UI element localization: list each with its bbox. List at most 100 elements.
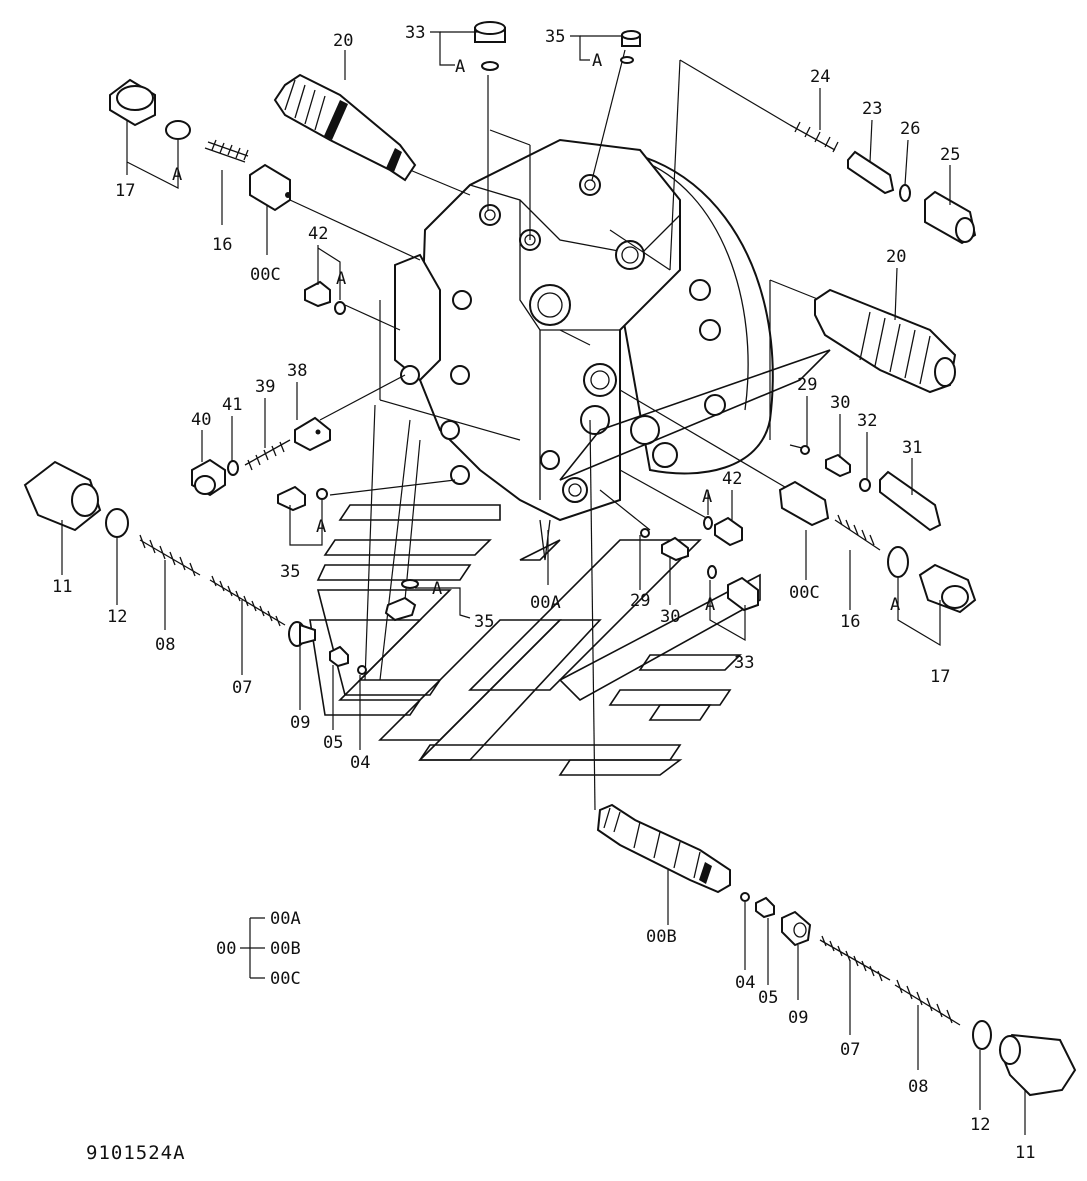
callout-38: 38: [287, 361, 307, 381]
part-16-spring-left: [204, 139, 249, 163]
alignment-lines: [289, 49, 821, 811]
part-25-plug: [924, 190, 977, 245]
callout-11-right: 11: [1015, 1143, 1035, 1163]
part-20-cartridge-left: [273, 73, 417, 182]
marker-a-17-left: A: [172, 165, 182, 185]
callout-41: 41: [222, 395, 242, 415]
marker-a-33: A: [455, 57, 465, 77]
legend-child-00C: 00C: [270, 969, 301, 989]
part-09-poppet-right: [781, 910, 812, 947]
part-41-ring: [227, 460, 239, 476]
callout-04-left: 04: [350, 753, 370, 773]
callout-29-mid: 29: [630, 591, 650, 611]
callout-24: 24: [810, 67, 830, 87]
marker-a-35: A: [592, 51, 602, 71]
callout-00C-left: 00C: [250, 265, 281, 285]
part-35-plug-top: [620, 30, 641, 64]
callout-09-right: 09: [788, 1008, 808, 1028]
part-42-plug-right: [703, 516, 743, 547]
part-23-pin: [847, 150, 895, 195]
callout-16-left: 16: [212, 235, 232, 255]
part-17-plug-right: [887, 546, 977, 614]
part-12-ring-left: [105, 508, 129, 538]
callout-16-right: 16: [840, 612, 860, 632]
part-05-plug-right: [755, 896, 775, 919]
callout-08-left: 08: [155, 635, 175, 655]
callout-07-right: 07: [840, 1040, 860, 1060]
assembly-legend: 00 00A 00B 00C: [216, 909, 301, 989]
part-32-ring: [859, 478, 871, 492]
callout-33-right: 33: [734, 653, 754, 673]
callout-30-mid: 30: [660, 607, 680, 627]
valve-body: [394, 138, 774, 522]
callout-labels: 20 33 35 24 23 26 25 17 16 00C 42 20 39 …: [52, 23, 1035, 1163]
callout-05-left: 05: [323, 733, 343, 753]
part-33-plug-right: [707, 565, 759, 612]
callout-26: 26: [900, 119, 920, 139]
callout-00A: 00A: [530, 593, 561, 613]
part-38-sleeve: [294, 416, 331, 452]
callout-20-upper: 20: [333, 31, 353, 51]
part-08-spring-right: [894, 979, 961, 1026]
part-07-spring-left: [209, 575, 286, 627]
callout-17-left: 17: [115, 181, 135, 201]
marker-a-35-mid: A: [432, 579, 442, 599]
callout-07-left: 07: [232, 678, 252, 698]
part-07-spring-right: [819, 935, 891, 982]
part-35-plug-mid: [384, 579, 419, 622]
legend-child-00B: 00B: [270, 939, 301, 959]
callout-35-top: 35: [545, 27, 565, 47]
part-09-poppet-left: [288, 621, 316, 647]
part-20-cartridge-right: [814, 288, 957, 394]
callout-30-upper: 30: [830, 393, 850, 413]
marker-a-35-left: A: [316, 517, 326, 537]
callout-35-mid: 35: [474, 612, 494, 632]
callout-25: 25: [940, 145, 960, 165]
part-42-plug-left: [304, 280, 346, 315]
callout-35-left: 35: [280, 562, 300, 582]
legend-parent: 00: [216, 939, 236, 959]
callout-04-right: 04: [735, 973, 755, 993]
part-04-ball-left: [357, 665, 367, 675]
part-16-spring-right: [834, 514, 881, 551]
callout-00C-right: 00C: [789, 583, 820, 603]
marker-a-33-right: A: [705, 595, 715, 615]
callout-11-left: 11: [52, 577, 72, 597]
part-39-spring: [244, 439, 291, 471]
callout-29-upper: 29: [797, 375, 817, 395]
part-29-ball-upper: [800, 445, 810, 455]
callout-17-right: 17: [930, 667, 950, 687]
callout-40: 40: [191, 410, 211, 430]
callout-08-right: 08: [908, 1077, 928, 1097]
callout-09-left: 09: [290, 713, 310, 733]
marker-a-17-right: A: [890, 595, 900, 615]
callout-05-right: 05: [758, 988, 778, 1008]
callout-12-left: 12: [107, 607, 127, 627]
hatch-pattern: [309, 349, 831, 776]
callout-32: 32: [857, 411, 877, 431]
callout-00B: 00B: [646, 927, 677, 947]
callout-42-right: 42: [722, 469, 742, 489]
part-00B-spool: [596, 803, 731, 894]
part-30-plug-mid: [661, 536, 689, 562]
part-17-plug-left: [109, 78, 191, 140]
callout-33-top: 33: [405, 23, 425, 43]
part-00C-sleeve-left: [249, 163, 291, 212]
part-30-plug-upper: [825, 453, 851, 478]
part-11-plug-right: [998, 1033, 1077, 1097]
part-40-plug: [191, 458, 226, 497]
callout-31: 31: [902, 438, 922, 458]
callout-23: 23: [862, 99, 882, 119]
a-markers: A A A A A A A A A: [172, 51, 900, 615]
legend-child-00A: 00A: [270, 909, 301, 929]
part-04-ball-right: [740, 892, 750, 902]
callout-39: 39: [255, 377, 275, 397]
part-35-plug-left: [277, 485, 328, 512]
callout-42-left: 42: [308, 224, 328, 244]
part-00C-sleeve-right: [778, 480, 830, 527]
part-31-pin: [879, 470, 942, 532]
marker-a-42-right: A: [702, 487, 712, 507]
part-11-plug-left: [23, 460, 102, 532]
document-code: 9101524A: [86, 1142, 186, 1164]
